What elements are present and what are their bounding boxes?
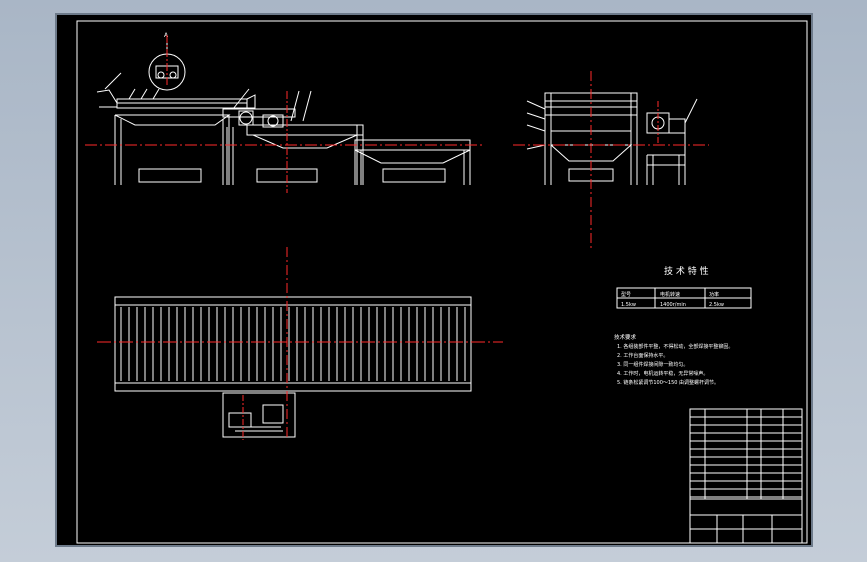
cad-drawing-viewport[interactable]: A xyxy=(55,13,813,547)
tech-req-item-3: 3. 同一组件焊接间隙一致均匀。 xyxy=(617,361,688,368)
drive-pulley xyxy=(239,111,253,125)
spec-value-speed: 1400r/min xyxy=(660,302,686,308)
tech-req-title: 技术要求 xyxy=(614,333,637,341)
tech-req-item-1: 1. 各组装部件平整，不得松动，全部焊接平整铆固。 xyxy=(617,343,733,350)
tank-3 xyxy=(354,149,471,164)
conveyor-belt-2 xyxy=(222,108,296,118)
tech-spec-block[interactable]: 技 术 特 性 型号 电机转速 功率 1.5kw 1400r/min 2.5kw… xyxy=(614,265,752,386)
tank-1 xyxy=(114,114,231,126)
tech-req-item-4: 4. 工作时，电机运转平稳，无异常噪声。 xyxy=(617,370,708,377)
plan-slats xyxy=(120,307,466,381)
front-elevation-view[interactable]: A xyxy=(85,32,482,193)
spec-header-model: 型号 xyxy=(621,291,631,298)
tank-2 xyxy=(252,134,358,149)
spec-value-power: 2.5kw xyxy=(709,302,724,308)
bom-table xyxy=(689,408,803,544)
title-block[interactable] xyxy=(689,408,803,544)
bom-rows xyxy=(690,416,802,498)
spec-header-speed: 电机转速 xyxy=(660,291,680,298)
tech-req-item-5: 5. 链条松紧调节100～150 由调整螺杆调节。 xyxy=(617,379,719,386)
feed-hopper xyxy=(96,89,118,108)
spec-value-model: 1.5kw xyxy=(621,302,636,308)
drawing-border xyxy=(76,20,808,544)
tech-req-item-2: 2. 工作台面保持水平。 xyxy=(617,352,668,359)
side-elevation-view[interactable] xyxy=(513,71,709,251)
tech-title: 技 术 特 性 xyxy=(664,265,709,277)
plan-frame xyxy=(114,296,472,392)
spec-header-power: 功率 xyxy=(709,291,719,298)
plan-view[interactable] xyxy=(97,247,503,440)
drive-motor xyxy=(262,114,284,128)
plan-drive-unit xyxy=(222,392,296,438)
drawing-canvas: A xyxy=(76,20,808,544)
